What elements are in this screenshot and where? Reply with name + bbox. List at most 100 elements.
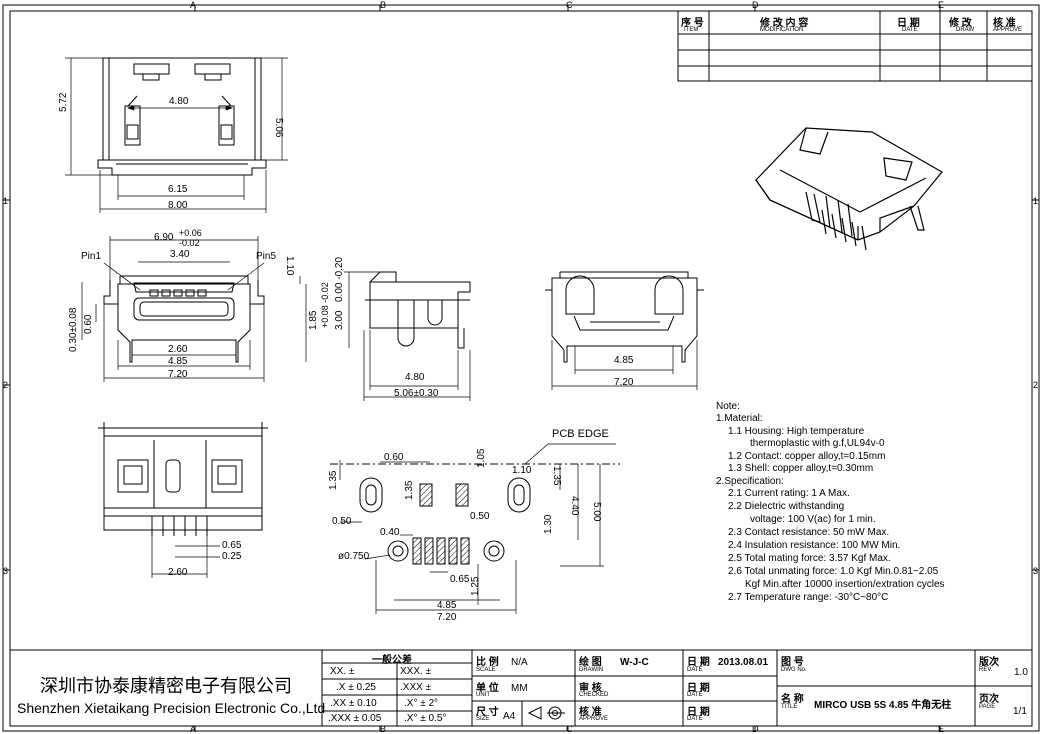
dim-6-15: 6.15 <box>168 184 188 195</box>
dim-4-80-top: 4.80 <box>169 96 189 107</box>
dim-pcb-7-20: 7.20 <box>437 612 457 623</box>
dim-pcb-4-85: 4.85 <box>437 600 457 611</box>
size-value: A4 <box>503 711 516 722</box>
zone-label-a-bottom: A <box>190 724 197 734</box>
bottom-view-dims <box>151 536 220 578</box>
date-label-1: 日 期 <box>687 657 710 668</box>
note-line: 2.6 Total unmating force: 1.0 Kgf Min.0.… <box>728 566 939 577</box>
tol-xxx: XXX. ± <box>400 666 432 677</box>
dim-pcb-5-00: 5.00 <box>591 502 602 522</box>
scale-value: N/A <box>511 657 528 668</box>
page-label-en: PAGE <box>979 704 996 710</box>
rev-label-en: REV. <box>979 667 993 673</box>
dim-pcb-1-10: 1.10 <box>512 465 532 476</box>
date-label-3-en: DATE <box>687 716 703 722</box>
scale-label-en: SCALE <box>476 667 496 673</box>
dim-pcb-0-65: 0.65 <box>450 574 470 585</box>
date-label-2: 日 期 <box>687 683 710 694</box>
tol-x: .X ± 0.25 <box>336 682 376 693</box>
dim-pcb-hole: ø0.750 <box>338 551 370 562</box>
zone-row-2-right: 2 <box>1033 380 1039 390</box>
note-line: thermoplastic with g.f,UL94v-0 <box>750 438 885 449</box>
dim-6-90-tol-plus: +0.06 <box>179 228 202 238</box>
note-line: 1.Material: <box>716 413 763 424</box>
date-label-2-en: DATE <box>687 692 703 698</box>
dim-4-80-side: 4.80 <box>405 372 425 383</box>
scale-label: 比 例 <box>476 657 499 668</box>
unit-label: 单 位 <box>476 683 499 694</box>
rev-col-modification-en: MODIFICATION <box>760 27 804 33</box>
note-line: 2.3 Contact resistance: 50 mW Max. <box>728 527 890 538</box>
dim-2-60-mid: 2.60 <box>168 344 188 355</box>
dim-pcb-0-40: 0.40 <box>380 527 400 538</box>
dim-pcb-4-40: 4.40 <box>569 496 580 516</box>
dim-3-00: 3.00 <box>334 310 345 330</box>
dim-1-85: 1.85 <box>308 310 319 330</box>
unit-value: MM <box>511 683 528 694</box>
rev-col-approve-en: APPROVE <box>993 27 1023 33</box>
rear-view-dims <box>551 340 698 390</box>
note-line: 1.1 Housing: High temperature <box>728 426 865 437</box>
zone-row-1-right: 1 <box>1033 196 1039 206</box>
dim-0-25-bottom: 0.25 <box>222 551 242 562</box>
approved-label: 核 准 <box>579 707 602 718</box>
dim-3-40: 3.40 <box>170 249 190 260</box>
date-value: 2013.08.01 <box>718 657 769 668</box>
dim-8-00: 8.00 <box>168 200 188 211</box>
name-label: 名 称 <box>781 694 804 705</box>
rev-label: 版次 <box>979 657 999 668</box>
size-label-en: SIZE <box>476 716 490 722</box>
pin5-label: Pin5 <box>256 251 277 262</box>
date-label-1-en: DATE <box>687 667 703 673</box>
front-view-top-dims <box>65 57 288 213</box>
dim-0-30: 0.30±0.08 <box>68 307 79 352</box>
size-label: 尺 寸 <box>476 707 499 718</box>
dim-pcb-1-05: 1.05 <box>476 448 487 468</box>
drawn-value: W-J-C <box>620 657 649 668</box>
zone-row-3-right: 3 <box>1033 566 1039 576</box>
drawn-label: 绘 图 <box>579 657 602 668</box>
dim-0-60: 0.60 <box>83 314 94 334</box>
tol-xxx-3: .XXX ± 0.05 <box>328 713 382 724</box>
dim-pcb-1-35-mid: 1.35 <box>404 480 415 500</box>
front-view-mid-dims <box>81 236 307 382</box>
title-block <box>10 649 1032 726</box>
rev-col-no-en: ITEM <box>684 27 699 33</box>
front-view-mid <box>103 275 265 363</box>
checked-label: 审 核 <box>579 683 602 694</box>
note-line: 2.Specification: <box>716 476 784 487</box>
zone-row-3-left: 3 <box>3 566 9 576</box>
side-view <box>365 271 471 349</box>
page-label: 页次 <box>979 694 999 705</box>
note-line: 1.3 Shell: copper alloy,t=0.30mm <box>728 463 874 474</box>
rev-col-approve: 核 准 <box>993 18 1016 29</box>
note-line: 2.7 Temperature range: -30°C~80°C <box>728 592 889 603</box>
dim-7-20-rear: 7.20 <box>614 377 634 388</box>
pcb-edge-label: PCB EDGE <box>552 428 609 440</box>
note-line: Kgf Min.after 10000 insertion/extration … <box>745 579 945 590</box>
rev-col-drawn-en: DRAW <box>956 27 975 33</box>
dim-6-90: 6.90 <box>154 232 174 243</box>
dim-pcb-1-30: 1.30 <box>543 514 554 534</box>
zone-label-d-top: D <box>752 0 759 10</box>
pin1-label: Pin1 <box>81 251 102 262</box>
rev-col-no: 序 号 <box>681 18 704 29</box>
tol-angle-2: .X° ± 0.5° <box>404 713 447 724</box>
zone-label-c-bottom: C <box>566 724 573 734</box>
bottom-view <box>98 422 268 536</box>
tol-xxx-2: .XXX ± <box>400 682 432 693</box>
drawn-label-en: DRAWIN <box>579 667 604 673</box>
dim-0-00: 0.00 -0.20 <box>334 256 345 302</box>
dim-5-06-side: 5.06±0.30 <box>394 388 439 399</box>
tolerance-title: 一般公差 <box>372 655 412 666</box>
page-value: 1/1 <box>1013 706 1027 717</box>
note-line: 2.1 Current rating: 1 A Max. <box>728 488 850 499</box>
dim-pcb-1-35-right: 1.35 <box>551 466 562 486</box>
dim-6-90-tol-minus: -0.02 <box>179 238 200 248</box>
name-label-en: TITLE <box>781 704 798 710</box>
side-view-dims <box>344 271 471 401</box>
checked-label-en: CHECKED <box>579 692 609 698</box>
zone-label-a-top: A <box>190 0 197 10</box>
zone-label-d-bottom: D <box>752 724 759 734</box>
